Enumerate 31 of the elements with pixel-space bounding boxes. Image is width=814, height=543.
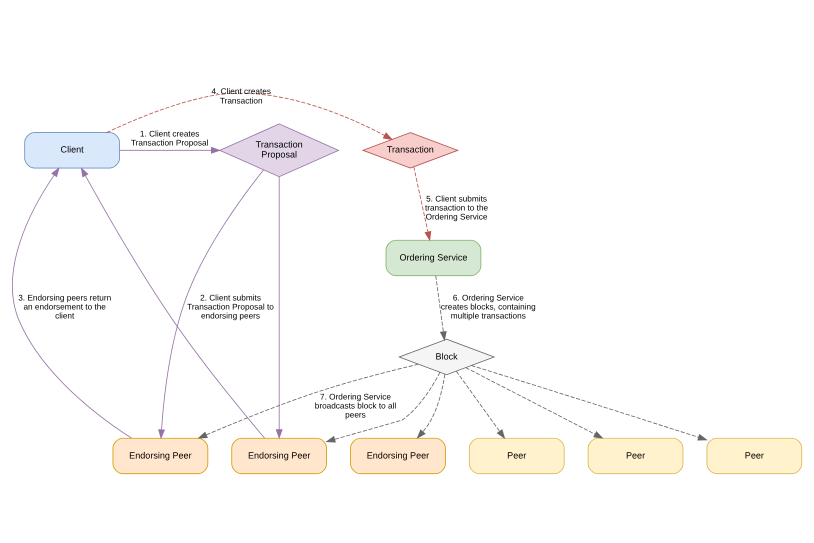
node-box: Peer [468, 437, 565, 474]
node-box: Ordering Service [386, 239, 482, 276]
arrow [465, 366, 604, 438]
node-box: Peer [706, 437, 802, 474]
node-box: Endorsing Peer [112, 437, 208, 474]
arrow [435, 274, 447, 341]
edge-label: 3. Endorsing peers return an endorsement to the client [18, 292, 112, 320]
edge-label: 6. Ordering Service creates blocks, containing multiple transactions [440, 292, 536, 320]
arrow [470, 364, 708, 440]
node-box: Endorsing Peer [350, 437, 446, 474]
arrow [158, 168, 264, 439]
arrow [119, 146, 221, 154]
arrow [80, 166, 266, 438]
arrow [325, 371, 440, 442]
edge-label: 2. Client submits Transaction Proposal to endorsing peers [187, 292, 274, 320]
edge-label: 1. Client creates Transaction Proposal [130, 128, 208, 147]
edge-label: 5. Client submits transaction to the Ordering Service [424, 194, 488, 222]
edge-label: 4. Client creates Transaction [211, 86, 271, 105]
arrow [197, 363, 419, 438]
node-box: Client [24, 132, 120, 168]
arrow [276, 176, 283, 439]
node-diamond: Transaction Proposal [218, 122, 340, 177]
arrow [12, 166, 132, 438]
edge-label: 7. Ordering Service broadcasts block to all peers [314, 392, 396, 420]
node-box: Peer [588, 437, 684, 474]
arrow [456, 370, 506, 439]
arrow [413, 166, 432, 241]
arrow [106, 92, 393, 140]
node-diamond: Block [398, 338, 496, 375]
node-box: Endorsing Peer [231, 437, 328, 474]
arrow [416, 373, 446, 438]
